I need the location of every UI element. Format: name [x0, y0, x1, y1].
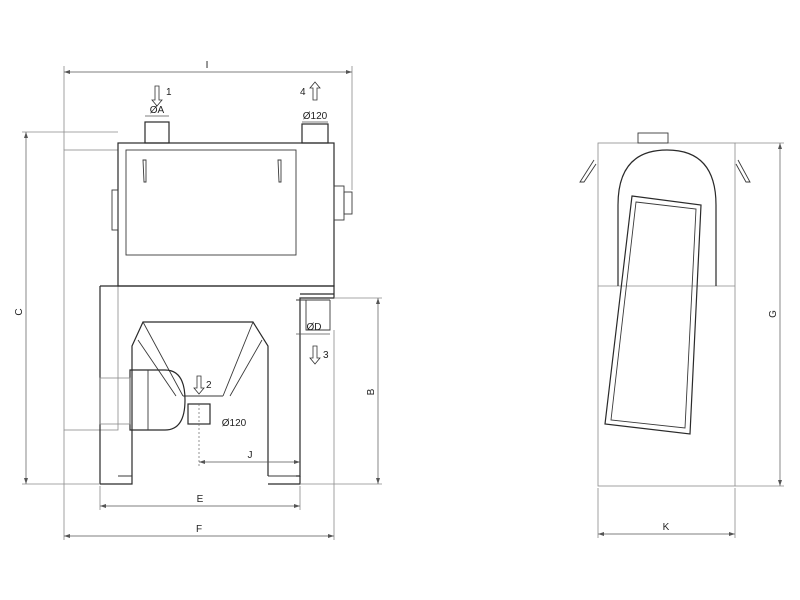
ext-lines-G — [735, 142, 784, 487]
front-view — [63, 121, 353, 485]
side-window-inner — [610, 201, 697, 429]
label-G: G — [768, 310, 779, 318]
outlet-D-pipe — [305, 300, 331, 331]
motor — [129, 369, 186, 431]
side-handle-left — [579, 159, 597, 183]
side-fan-cap — [343, 191, 353, 215]
outlet-pipe-120 — [301, 123, 329, 144]
label-B: B — [366, 388, 377, 395]
side-fan-housing — [333, 185, 345, 221]
inlet-pipe-A — [144, 121, 170, 144]
ext-lines-K — [597, 488, 736, 538]
upper-housing — [117, 142, 335, 287]
ext-lines-B — [300, 297, 382, 485]
label-E: E — [197, 494, 204, 505]
label-I: I — [206, 60, 209, 71]
frame-arch — [131, 321, 269, 476]
flow-arrows — [151, 81, 321, 395]
label-120-top: Ø120 — [303, 111, 328, 122]
ext-lines-C — [22, 131, 118, 485]
rear-panel — [63, 149, 119, 431]
inspection-door — [125, 149, 297, 256]
side-top-pipe — [637, 132, 669, 144]
arrow-down-icon — [151, 85, 163, 107]
side-arch-door — [617, 149, 717, 286]
frame-right-foot — [268, 476, 301, 485]
left-side-plate — [111, 189, 119, 231]
side-window-outer — [604, 195, 702, 435]
label-A: ØA — [150, 105, 165, 116]
side-handle-right — [735, 159, 751, 183]
frame-left-foot — [100, 476, 133, 485]
arrow-up-icon — [309, 81, 321, 101]
door-latch-right — [277, 159, 282, 183]
label-120-bottom: Ø120 — [222, 418, 247, 429]
label-D: ØD — [307, 322, 322, 333]
label-J: J — [248, 450, 253, 461]
motor-back-bracket — [99, 377, 131, 425]
flow-label-3: 3 — [323, 350, 329, 361]
ext-lines-I — [63, 66, 353, 190]
arrow-down-icon — [193, 375, 205, 395]
flow-label-1: 1 — [166, 87, 172, 98]
arrow-down-icon — [309, 345, 321, 365]
ext-lines-F — [63, 330, 335, 540]
flow-label-4: 4 — [300, 87, 306, 98]
front-dimensions — [22, 66, 382, 540]
label-C: C — [14, 308, 25, 315]
door-latch-left — [142, 159, 147, 183]
lower-frame-right — [100, 285, 335, 477]
flow-label-2: 2 — [206, 380, 212, 391]
label-K: K — [663, 522, 670, 533]
label-F: F — [196, 524, 202, 535]
hopper-walls — [137, 321, 263, 397]
labels: I ØA Ø120 C B ØD Ø120 J E F K G 1 4 3 2 — [14, 60, 779, 535]
side-view — [579, 132, 784, 538]
